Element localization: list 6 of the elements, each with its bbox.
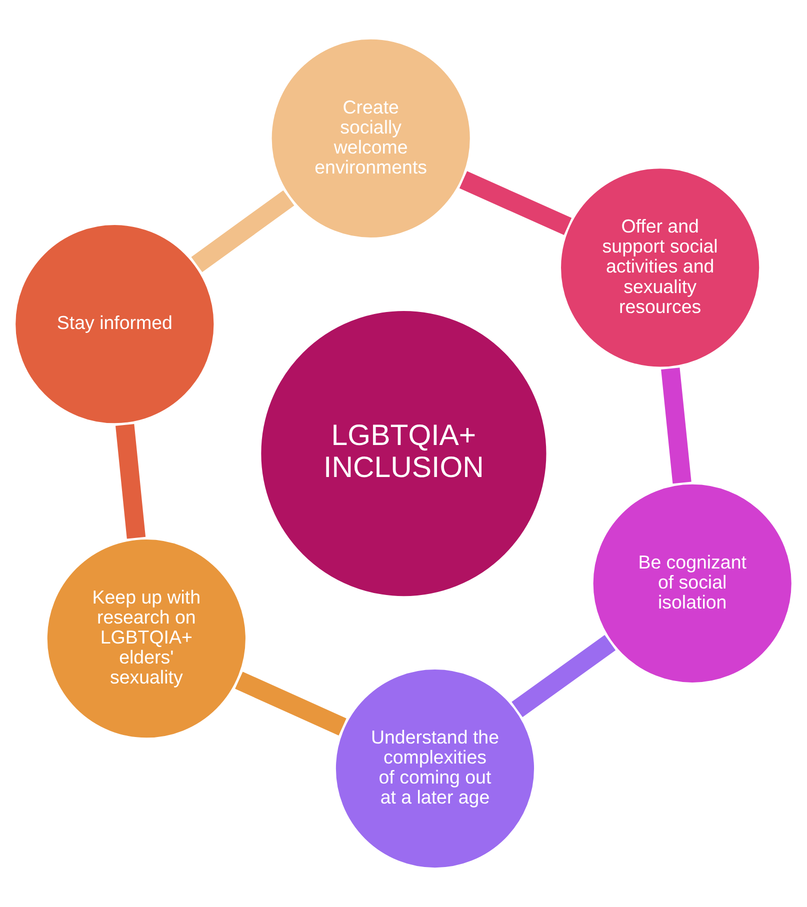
connector (116, 424, 146, 539)
connector (661, 368, 692, 484)
connector (459, 171, 572, 235)
connector (235, 672, 346, 736)
connector (512, 634, 616, 718)
connector (191, 190, 294, 272)
